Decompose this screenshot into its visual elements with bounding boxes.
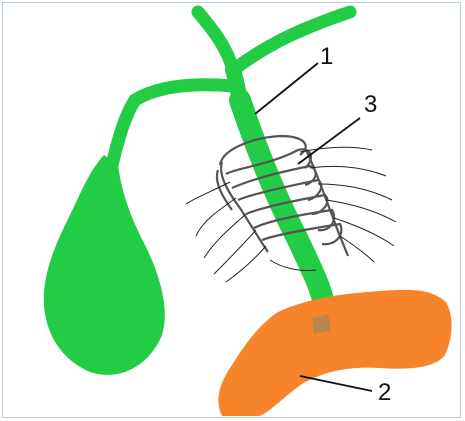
callout-2-leader <box>300 376 372 391</box>
callout-1-label: 1 <box>320 43 333 70</box>
callout-3-label: 3 <box>364 91 377 118</box>
left-hepatic-duct <box>198 12 233 70</box>
duodenum <box>218 290 451 416</box>
cystic-duct <box>112 85 232 165</box>
callout-1-leader <box>255 63 318 114</box>
callout-3-leader <box>298 118 360 164</box>
gallbladder <box>44 155 165 375</box>
common-bile-duct <box>240 100 324 305</box>
callout-2-label: 2 <box>378 379 391 406</box>
